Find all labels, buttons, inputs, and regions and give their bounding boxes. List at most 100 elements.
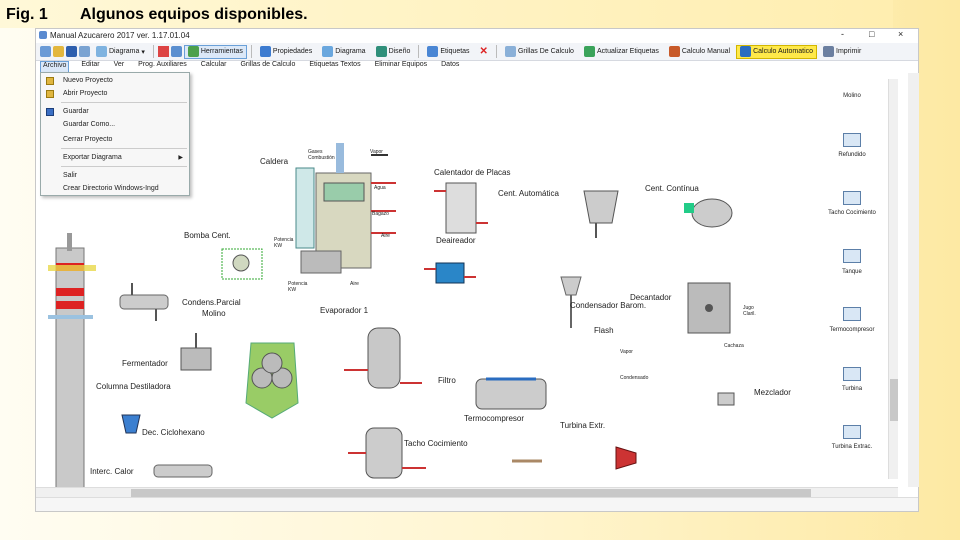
deaerator[interactable] bbox=[424, 262, 476, 284]
toolbar-propiedades[interactable]: Propiedades bbox=[256, 45, 316, 59]
turbine-icon[interactable] bbox=[843, 367, 861, 381]
toolbar-actualizar[interactable]: Actualizar Etiquetas bbox=[580, 45, 663, 59]
vacuum-pan[interactable] bbox=[348, 427, 426, 479]
thermocompressor-icon[interactable] bbox=[843, 307, 861, 321]
palette-label: Molino bbox=[843, 93, 861, 99]
menu-item-cerrar-proyecto[interactable]: Cerrar Proyecto bbox=[41, 134, 189, 146]
menu-item-abrir-proyecto[interactable]: Abrir Proyecto bbox=[41, 88, 189, 100]
palette-item-refundido[interactable]: Refundido bbox=[812, 152, 892, 158]
menu-item-nuevo-proyecto[interactable]: Nuevo Proyecto bbox=[41, 75, 189, 87]
toolbar-separator bbox=[250, 45, 252, 58]
menu-item-exportar-diagrama[interactable]: Exportar Diagrama▶ bbox=[41, 152, 189, 164]
extraction-turbine-icon[interactable] bbox=[843, 425, 861, 439]
label-deaireador: Deaireador bbox=[436, 236, 476, 245]
cut-icon[interactable] bbox=[157, 46, 169, 57]
maximize-button[interactable]: □ bbox=[869, 29, 875, 39]
save-icon[interactable] bbox=[66, 46, 77, 57]
open-folder-icon bbox=[46, 90, 54, 98]
window-title: Manual Azucarero 2017 ver. 1.17.01.04 bbox=[50, 31, 190, 40]
palette-item-turbina[interactable]: Turbina bbox=[812, 386, 892, 392]
properties-icon bbox=[259, 46, 271, 57]
scrollbar-thumb[interactable] bbox=[890, 379, 898, 421]
distillation-column[interactable] bbox=[48, 233, 96, 487]
menu-item-label: Cerrar Proyecto bbox=[63, 136, 113, 143]
menu-grillas[interactable]: Grillas de Calculo bbox=[240, 61, 296, 68]
automatic-centrifuge[interactable] bbox=[583, 190, 619, 238]
barometric-condenser[interactable] bbox=[560, 276, 582, 328]
toolbar-calculo-automatico[interactable]: Calculo Automatico bbox=[736, 44, 818, 59]
extraction-turbine[interactable] bbox=[615, 446, 637, 470]
toolbar-diagrama[interactable]: Diagrama bbox=[318, 45, 369, 59]
toolbar-herramientas[interactable]: Herramientas bbox=[183, 44, 247, 59]
palette-item-molino[interactable]: Molino bbox=[812, 93, 892, 99]
menu-prog-auxiliares[interactable]: Prog. Auxiliares bbox=[138, 61, 187, 68]
design-icon bbox=[375, 46, 387, 57]
open-icon[interactable] bbox=[53, 46, 64, 57]
menu-calcular[interactable]: Calcular bbox=[200, 61, 227, 68]
heat-exchanger[interactable] bbox=[153, 464, 213, 478]
tacho-icon[interactable] bbox=[843, 191, 861, 205]
label-decantador: Decantador bbox=[630, 293, 672, 302]
palette-label: Tacho Cocimiento bbox=[828, 210, 876, 216]
mixer[interactable] bbox=[717, 392, 735, 406]
label-gases: Gases Combustión bbox=[308, 149, 335, 161]
print-small-icon[interactable] bbox=[79, 46, 90, 57]
grid-icon bbox=[504, 46, 516, 57]
chevron-down-icon: ▾ bbox=[141, 48, 145, 56]
menu-eliminar-equipos[interactable]: Eliminar Equipos bbox=[374, 61, 428, 68]
palette-item-turbina-extrac[interactable]: Turbina Extrac. bbox=[812, 444, 892, 450]
toolbar-delete[interactable]: ✕ bbox=[476, 45, 492, 59]
menu-item-salir[interactable]: Salir bbox=[41, 170, 189, 182]
refundido-icon[interactable] bbox=[843, 133, 861, 147]
menu-archivo[interactable]: Archivo bbox=[40, 61, 70, 73]
continuous-centrifuge[interactable] bbox=[684, 198, 733, 228]
window-vertical-scrollbar[interactable] bbox=[908, 73, 919, 487]
toolbar-calculo-manual[interactable]: Calculo Manual bbox=[665, 45, 734, 59]
submenu-arrow-icon: ▶ bbox=[178, 155, 183, 161]
scrollbar-thumb[interactable] bbox=[131, 489, 811, 497]
horizontal-scrollbar[interactable] bbox=[36, 487, 898, 497]
label-bomba: Bomba Cent. bbox=[184, 231, 231, 240]
diagram-canvas[interactable]: Caldera Gases Combustión Vapor Agua Baga… bbox=[36, 73, 888, 487]
mill[interactable] bbox=[245, 342, 299, 419]
palette-item-termocompresor[interactable]: Termocompresor bbox=[812, 327, 892, 333]
toolbar-diagrama-dropdown[interactable]: Diagrama▾ bbox=[92, 45, 149, 59]
minimize-button[interactable]: - bbox=[841, 29, 844, 39]
menu-item-crear-directorio[interactable]: Crear Directorio Windows-Ingd bbox=[41, 183, 189, 195]
evaporator[interactable] bbox=[344, 327, 422, 389]
palette-scrollbar[interactable] bbox=[888, 79, 898, 479]
menu-item-guardar[interactable]: Guardar bbox=[41, 106, 189, 118]
new-icon[interactable] bbox=[40, 46, 51, 57]
menu-datos[interactable]: Datos bbox=[441, 61, 460, 68]
partial-condenser[interactable] bbox=[119, 283, 169, 321]
toolbar-label: Calculo Manual bbox=[681, 48, 731, 55]
toolbar-diseno[interactable]: Diseño bbox=[372, 45, 415, 59]
copy-icon[interactable] bbox=[170, 46, 182, 57]
menu-item-label: Salir bbox=[63, 172, 78, 179]
tank-icon[interactable] bbox=[843, 249, 861, 263]
clarifier-decanter[interactable] bbox=[687, 282, 731, 334]
menu-item-guardar-como[interactable]: Guardar Como... bbox=[41, 119, 189, 131]
toolbar-etiquetas[interactable]: Etiquetas bbox=[423, 45, 473, 59]
centrifugal-pump[interactable] bbox=[221, 248, 263, 280]
diagram-icon bbox=[96, 46, 107, 57]
toolbar-imprimir[interactable]: Imprimir bbox=[819, 45, 865, 59]
plate-heater[interactable] bbox=[434, 182, 488, 234]
rotary-filter[interactable] bbox=[475, 377, 547, 410]
toolbar-grillas[interactable]: Grillas De Calculo bbox=[501, 45, 578, 59]
boiler[interactable] bbox=[295, 143, 396, 274]
menu-editar[interactable]: Editar bbox=[81, 61, 100, 68]
close-button[interactable]: × bbox=[898, 29, 904, 39]
figure-caption: Algunos equipos disponibles. bbox=[80, 6, 308, 23]
fermenter[interactable] bbox=[180, 333, 212, 371]
menu-ver[interactable]: Ver bbox=[113, 61, 125, 68]
palette-label: Termocompresor bbox=[829, 327, 875, 333]
toolbar-label: Calculo Automatico bbox=[753, 48, 814, 55]
label-cachaza: Cachaza bbox=[724, 343, 744, 349]
menu-etiquetas-textos[interactable]: Etiquetas Textos bbox=[309, 61, 361, 68]
palette-item-tacho[interactable]: Tacho Cocimiento bbox=[812, 210, 892, 216]
palette-item-tanque[interactable]: Tanque bbox=[812, 269, 892, 275]
cyclohexane-decanter[interactable] bbox=[121, 414, 141, 434]
folder-icon bbox=[46, 77, 54, 85]
label-flash: Flash bbox=[594, 326, 614, 335]
